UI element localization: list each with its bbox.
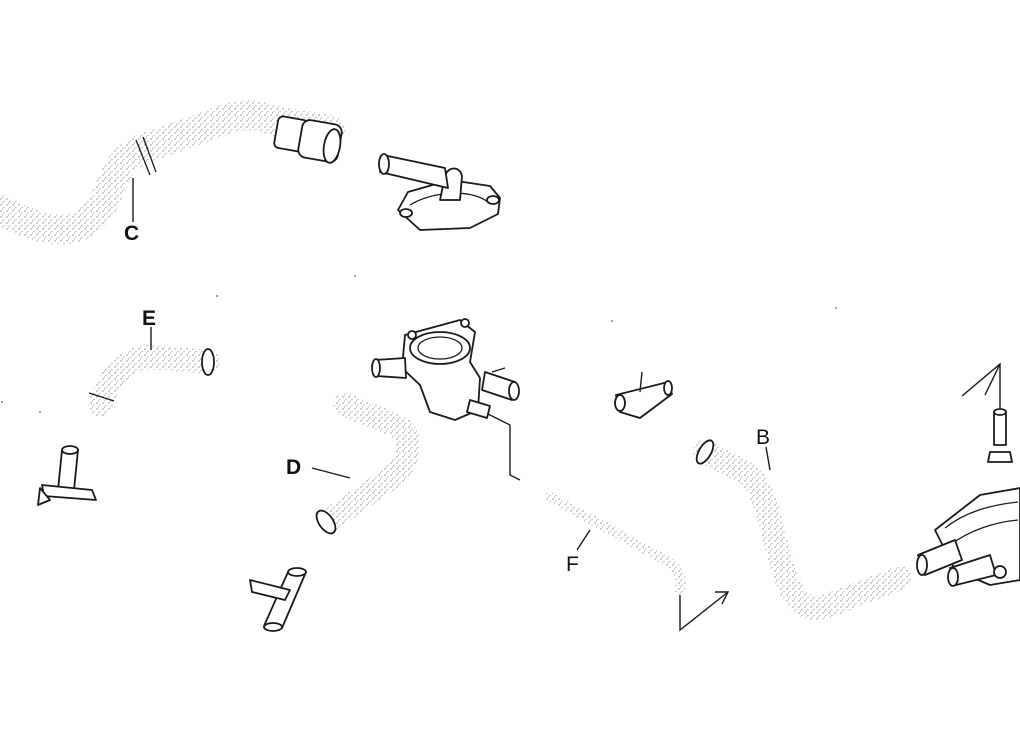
callout-b: B	[756, 426, 770, 449]
hose-d	[315, 393, 421, 535]
callout-f: F	[566, 553, 579, 576]
hose-c	[0, 100, 345, 245]
hose-e	[88, 345, 220, 417]
water-pump	[916, 362, 1020, 587]
thermostat-housing	[371, 318, 521, 481]
fitting-lower	[249, 567, 307, 632]
leader-f	[576, 529, 591, 551]
fitting-left	[37, 445, 97, 506]
pipe-f	[545, 492, 730, 632]
hose-b	[693, 439, 912, 620]
scan-specks	[1, 275, 837, 413]
leader-d	[311, 467, 351, 479]
leader-b	[765, 446, 771, 471]
pump-cover	[378, 153, 501, 231]
callout-d: D	[286, 456, 301, 479]
small-fitting	[614, 371, 673, 419]
callout-c: C	[124, 222, 139, 245]
callout-e: E	[142, 307, 156, 330]
